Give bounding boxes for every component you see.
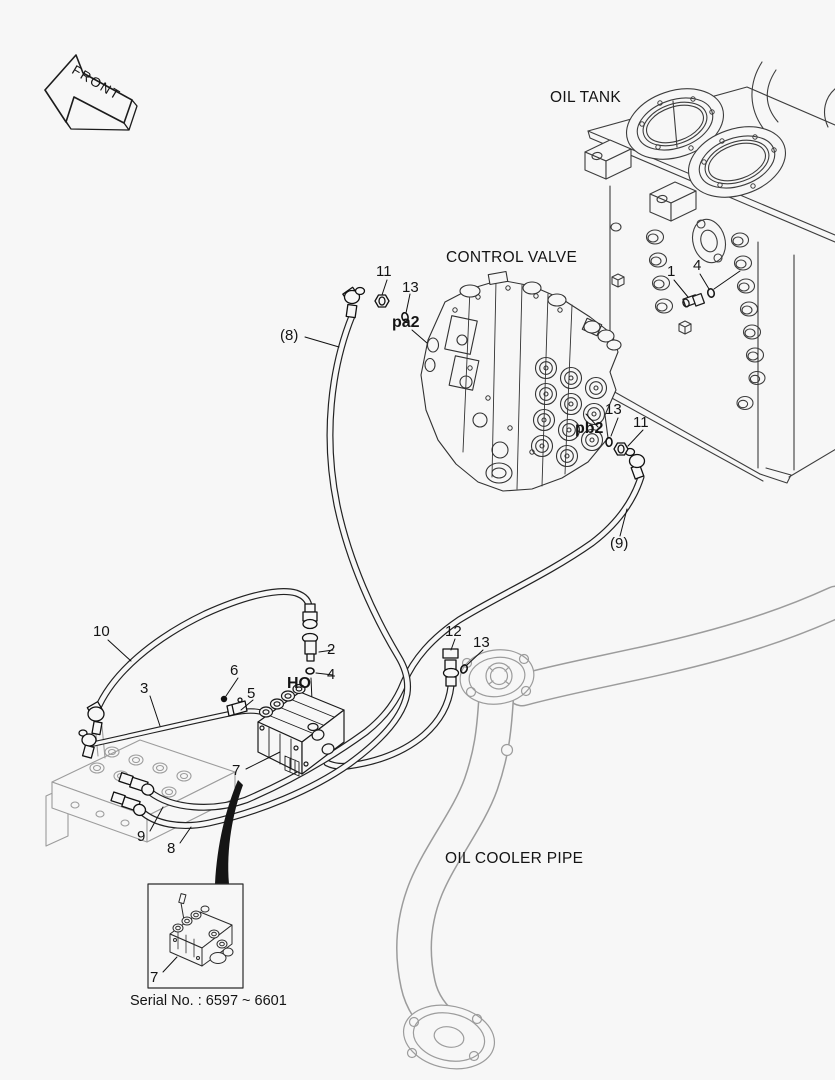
- callout-9: 9: [137, 828, 146, 845]
- valve-ports: [530, 356, 608, 468]
- callout-4-tank: 4: [693, 257, 702, 274]
- item13-oring-cooler: [459, 664, 469, 674]
- cooler-bottom-flange: [402, 1004, 496, 1070]
- callout-8-hose: (8): [280, 327, 299, 344]
- callout-13-pb2: 13: [605, 401, 622, 418]
- flange-bolt-dots: [639, 96, 777, 189]
- callout-8: 8: [167, 840, 176, 857]
- control-valve-label: CONTROL VALVE: [446, 249, 578, 266]
- pilot-manifold-drawing: [45, 723, 236, 847]
- item11-fitting-pb2: [613, 442, 629, 456]
- valve-bolt-dots: [452, 285, 563, 455]
- ho-port: [307, 722, 319, 732]
- port-label-pa2: pa2: [392, 314, 420, 331]
- callout-6: 6: [230, 662, 239, 679]
- oil-tank-label: OIL TANK: [550, 89, 622, 106]
- callout-4-ho: 4: [327, 666, 336, 683]
- item4-oring-tank: [706, 288, 716, 298]
- item13-oring-pa2: [401, 311, 409, 323]
- callout-5: 5: [247, 685, 256, 702]
- hose9-end-fitting: [118, 772, 155, 796]
- manifold-ports: [89, 746, 192, 798]
- ho-block-caps: [258, 683, 306, 718]
- hose10-manifold-elbow: [86, 701, 105, 736]
- callout-2: 2: [327, 641, 336, 658]
- oil-tank-drawing: [584, 61, 835, 484]
- hoses: [90, 312, 645, 829]
- tank-bosses: [610, 222, 766, 411]
- front-direction-arrow: [44, 54, 138, 131]
- serial-note: Serial No. : 6597 ~ 6601: [130, 993, 287, 1009]
- port-label-pb2: pb2: [575, 420, 604, 437]
- tank-bracket-2: [649, 181, 697, 222]
- hose10-coupling: [302, 603, 318, 630]
- tank-cube-plugs: [611, 273, 692, 335]
- callout-11-pa2: 11: [376, 263, 392, 280]
- oil-cooler-pipe-label: OIL COOLER PIPE: [445, 850, 584, 867]
- callout-3: 3: [140, 680, 149, 697]
- callout-13-pa2: 13: [402, 279, 419, 296]
- callout-13-cooler: 13: [473, 634, 490, 651]
- callout-1: 1: [667, 263, 676, 280]
- callout-12: 12: [445, 623, 462, 640]
- callout-11-pb2: 11: [633, 414, 649, 431]
- port-label-ho: HO: [287, 675, 311, 692]
- pb2-elbow-fitting: [624, 447, 646, 480]
- tank-bracket-1: [584, 139, 632, 180]
- callout-10: 10: [93, 623, 110, 640]
- inset-valve-drawing: [169, 893, 234, 967]
- item13-oring-pb2: [605, 436, 613, 448]
- oil-cooler-pipe-drawing: [396, 585, 835, 1070]
- item1-fitting: [682, 292, 706, 308]
- callout-7-inset: 7: [150, 969, 159, 986]
- item11-fitting-pa2: [374, 294, 390, 308]
- pa2-elbow-fitting: [342, 286, 366, 319]
- item4-oring-ho: [305, 667, 315, 675]
- callout-9-hose: (9): [610, 535, 629, 552]
- callout-7: 7: [232, 762, 241, 779]
- item5-clamp: [226, 697, 248, 717]
- item2-adapter: [301, 632, 319, 662]
- inset-pointer-swoosh: [215, 780, 243, 884]
- control-valve-drawing: [420, 270, 622, 492]
- hose8-end-fitting: [110, 791, 147, 817]
- hose3-manifold-elbow: [78, 729, 97, 759]
- fittings: [78, 286, 646, 817]
- item12-elbow-fitting: [442, 648, 460, 687]
- inset-detail-box: [147, 883, 244, 989]
- ho-valve-block-drawing: [257, 683, 345, 777]
- leader-lines: [107, 270, 741, 973]
- item6-bolt: [220, 695, 228, 703]
